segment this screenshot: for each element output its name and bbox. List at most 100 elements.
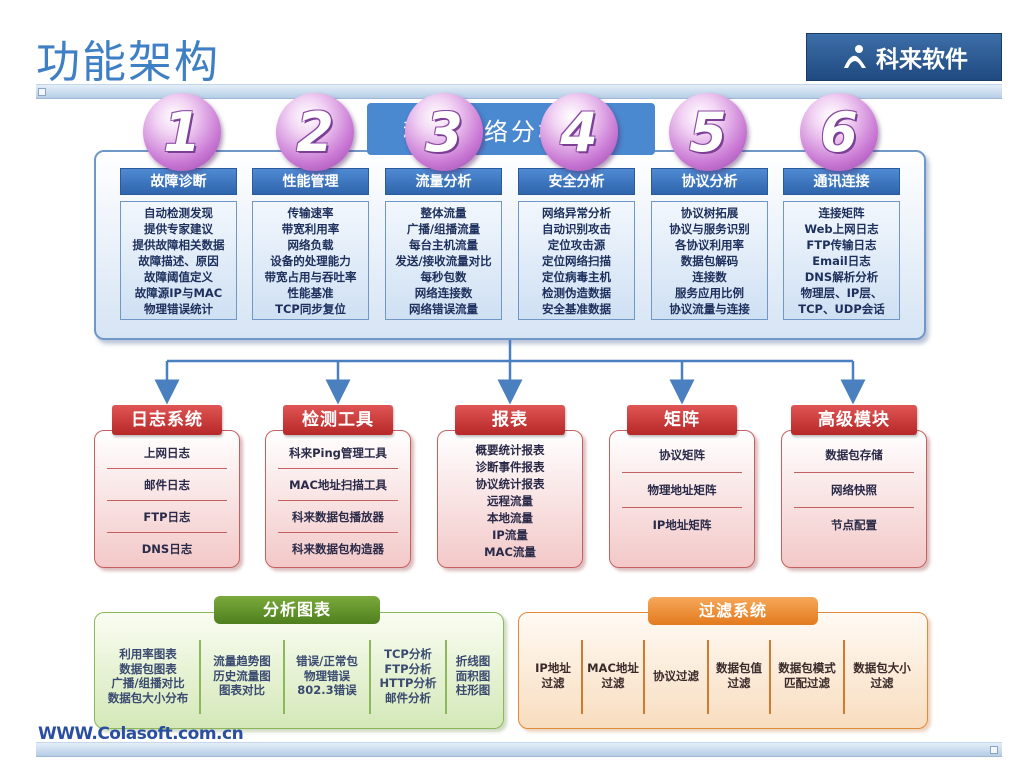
tool-module-item[interactable]: IP地址矩阵 [652,518,712,532]
footer-url[interactable]: WWW.Colasoft.com.cn [38,724,244,744]
number-badge-1: 1 [143,93,221,171]
column-divider [445,640,447,714]
chart-type-group[interactable]: 利用率图表数据包图表广播/组播对比数据包大小分布 [96,634,200,718]
tool-module-item[interactable]: MAC流量 [484,545,536,559]
module-item: 带宽占用与吞吐率 [264,270,357,284]
chart-type-group[interactable]: 流量趋势图历史流量图图表对比 [200,634,284,718]
column-divider [369,640,371,714]
tool-module-body: 概要统计报表诊断事件报表协议统计报表远程流量本地流量 IP流量 MAC流量 [437,430,583,568]
module-item: 广播/组播流量 [406,222,481,236]
module-item: TCP、UDP会话 [798,302,885,316]
chart-type-item: 流量趋势图 [213,654,271,669]
chart-type-item: 物理错误 [303,668,350,683]
module-item: 协议与服务识别 [669,222,750,236]
module-item: 检测伪造数据 [542,286,611,300]
module-item: 整体流量 [420,206,467,220]
module-item: 提供专家建议 [144,222,213,236]
module-3: 流量分析整体流量广播/组播流量每台主机流量发送/接收流量对比每秒包数网络连接数网… [385,168,502,320]
tool-module-item[interactable]: FTP日志 [107,501,227,533]
tool-module-item[interactable]: 科来Ping管理工具 [278,437,398,469]
column-divider [643,640,645,714]
module-item: 定位病毒主机 [542,270,611,284]
module-header[interactable]: 故障诊断 [120,168,237,195]
page-title: 功能架构 [36,37,220,88]
tool-module-item[interactable]: 数据包存储 [794,438,914,473]
tool-module-item[interactable]: 物理地址矩阵 [622,473,742,508]
tool-module-header[interactable]: 高级模块 [791,405,917,435]
column-divider [707,640,709,714]
filter-type[interactable]: 数据包值过滤 [708,636,770,716]
chart-type-item: 面积图 [455,668,491,683]
tool-module-item[interactable]: 远程流量 [487,494,533,508]
tool-module-item[interactable]: 概要统计报表 [475,443,545,457]
module-header[interactable]: 流量分析 [385,168,502,195]
module-item: 网络错误流量 [409,302,478,316]
module-item: 物理层、IP层、 [800,286,883,300]
module-body: 网络异常分析自动识别攻击定位攻击源定位网络扫描定位病毒主机检测伪造数据安全基准数… [518,201,635,320]
number-badge-6: 6 [800,93,878,171]
module-header[interactable]: 安全分析 [518,168,635,195]
module-item: 数据包解码 [680,254,739,268]
tool-module-item[interactable]: IP流量 [492,528,528,542]
filter-type[interactable]: 数据包模式匹配过滤 [770,636,844,716]
module-item: 协议流量与连接 [669,302,750,316]
tool-module-item[interactable]: 节点配置 [831,518,877,532]
module-item: 连接数 [692,270,727,284]
tool-module-item[interactable]: 网络快照 [794,473,914,508]
filter-type-line: 匹配过滤 [784,676,830,690]
company-logo: 科来软件 [806,33,1002,81]
chart-type-item: 图表对比 [219,683,265,698]
resize-icon[interactable] [990,746,998,754]
tool-module-item[interactable]: 诊断事件报表 [475,460,545,474]
tool-module-item[interactable]: 邮件日志 [107,469,227,501]
tool-module-header[interactable]: 报表 [455,405,565,435]
tool-module-item[interactable]: 上网日志 [107,437,227,469]
tool-module-item[interactable]: 协议统计报表 [475,477,545,491]
filter-type-line: 过滤 [727,676,751,690]
restore-icon[interactable] [38,88,46,96]
filter-type-line: 过滤 [601,676,625,690]
tool-module-header[interactable]: 检测工具 [283,405,393,435]
filter-type[interactable]: IP地址过滤 [524,636,582,716]
tool-module-header[interactable]: 日志系统 [112,405,222,435]
module-item: 发送/接收流量对比 [395,254,492,268]
filter-type[interactable]: 数据包大小过滤 [844,636,920,716]
module-header[interactable]: 通讯连接 [783,168,900,195]
tool-module-item[interactable]: 科来数据包播放器 [278,501,398,533]
filter-type-line: MAC地址 [587,661,639,675]
filter-type[interactable]: MAC地址过滤 [582,636,644,716]
tool-module-item[interactable]: DNS日志 [141,542,193,556]
module-item: DNS解析分析 [804,270,879,284]
analysis-charts-panel [94,612,504,729]
number-badge-2: 2 [276,93,354,171]
module-item: 网络连接数 [414,286,473,300]
filter-type-line: 数据包模式 [778,661,836,675]
module-item: 安全基准数据 [542,302,611,316]
number-badge-5: 5 [669,93,747,171]
chart-type-item: 邮件分析 [384,690,431,705]
module-4: 安全分析网络异常分析自动识别攻击定位攻击源定位网络扫描定位病毒主机检测伪造数据安… [518,168,635,320]
module-header[interactable]: 性能管理 [252,168,369,195]
tool-module-item[interactable]: 本地流量 [487,511,533,525]
analysis-charts-header: 分析图表 [214,596,380,624]
tool-module-item[interactable]: 协议矩阵 [622,438,742,473]
chart-type-item: 数据包大小分布 [107,690,189,705]
tool-module-item[interactable]: 科来数据包构造器 [292,542,384,556]
module-item: 设备的处理能力 [270,254,351,268]
colasoft-logo-icon [844,45,866,68]
filter-type-line: 过滤 [541,676,565,690]
tool-module-item[interactable]: MAC地址扫描工具 [278,469,398,501]
module-item: 自动检测发现 [144,206,213,220]
module-header[interactable]: 协议分析 [651,168,768,195]
column-divider [843,640,845,714]
chart-type-group[interactable]: 折线图面积图柱形图 [446,634,500,718]
module-item: Email日志 [812,254,871,268]
column-divider [199,640,201,714]
tool-module-header[interactable]: 矩阵 [627,405,737,435]
filter-type[interactable]: 协议过滤 [644,636,708,716]
